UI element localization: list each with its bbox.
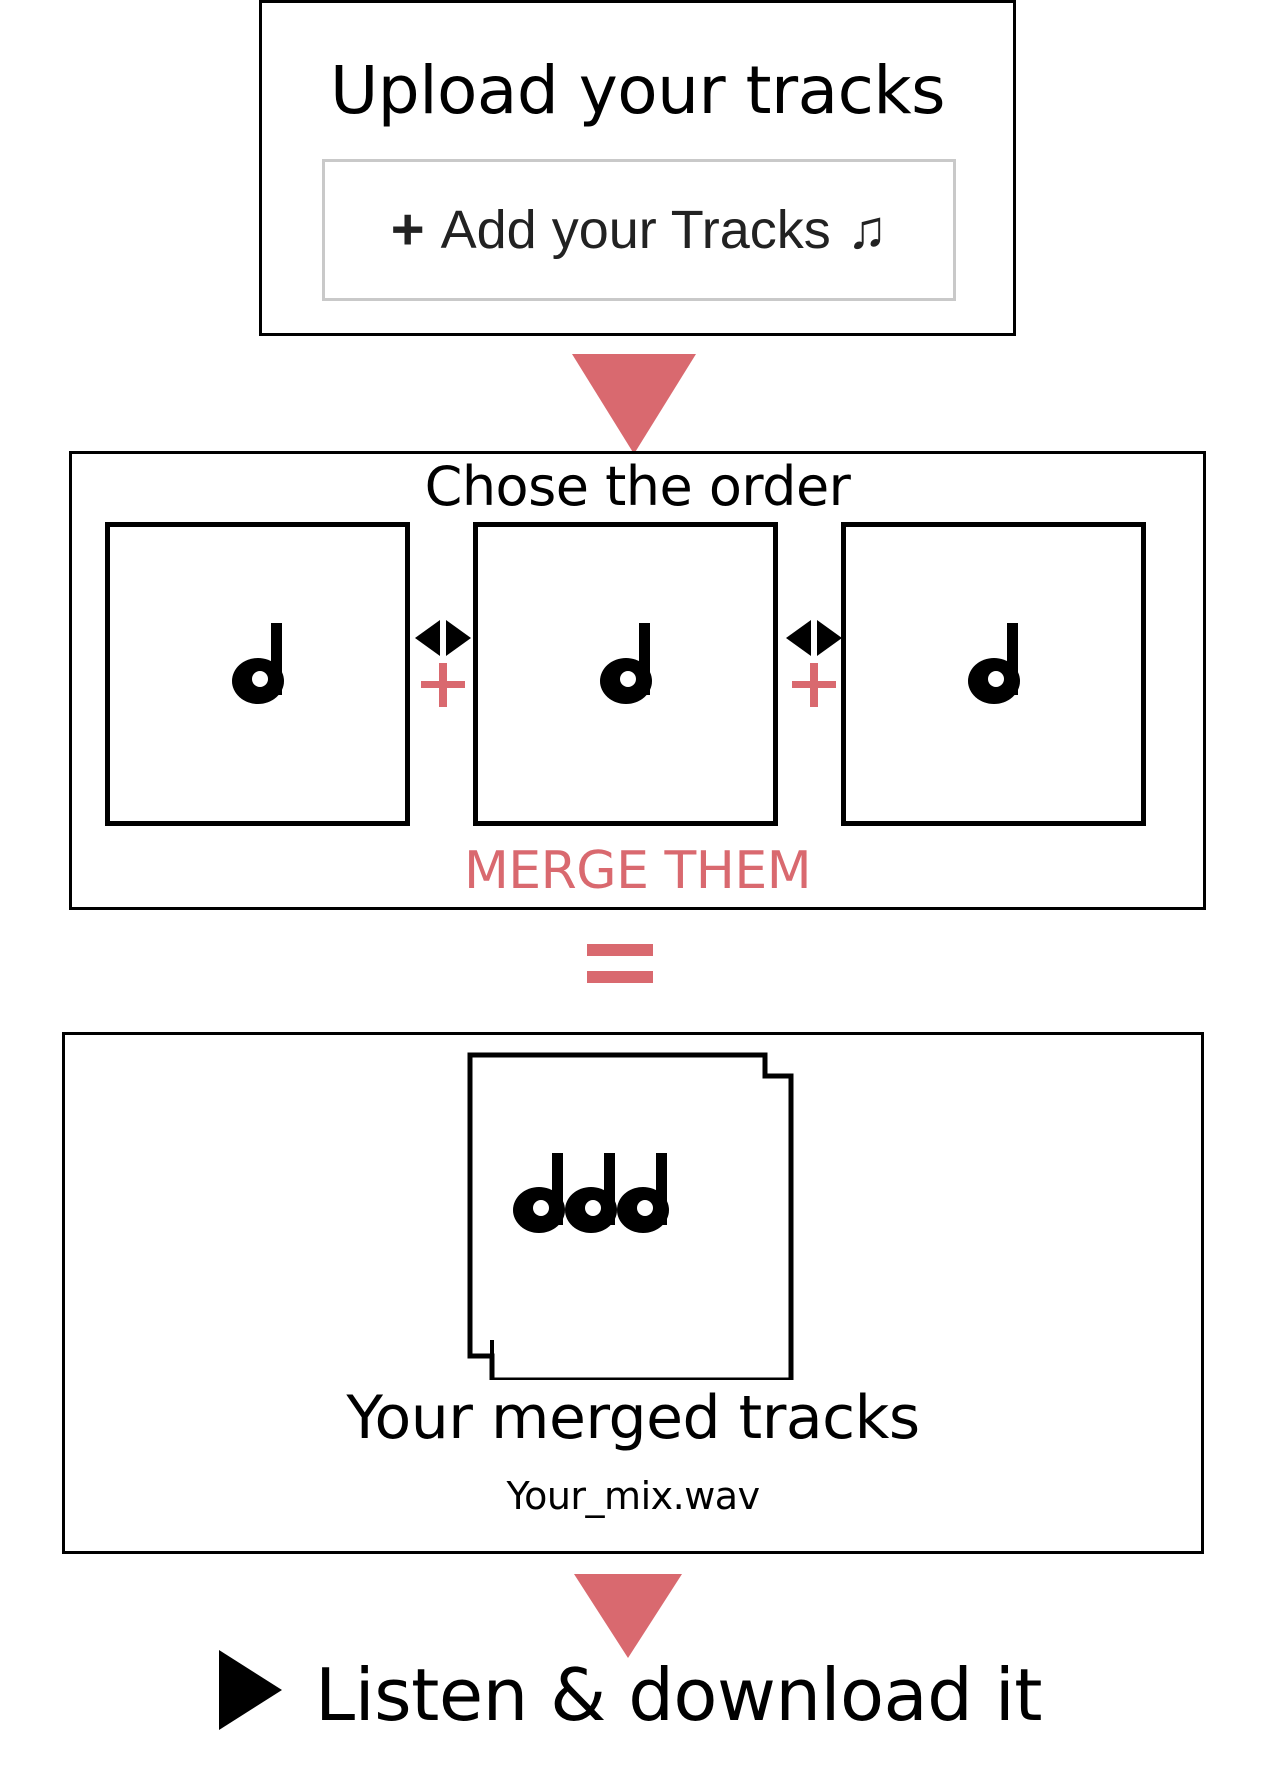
listen-download-label: Listen & download it [315, 1653, 1042, 1737]
plus-icon: + [390, 197, 425, 262]
equals-icon [587, 944, 653, 983]
move-right-icon [446, 620, 471, 656]
move-left-icon [415, 620, 440, 656]
result-title: Your merged tracks [346, 1383, 920, 1453]
music-note-icon [232, 623, 284, 704]
down-arrow-icon [574, 1574, 682, 1658]
music-note-icon [600, 623, 652, 704]
swap-order-control[interactable] [413, 614, 473, 724]
merge-button[interactable]: MERGE THEM [463, 841, 812, 901]
music-note-icon [968, 623, 1020, 704]
down-arrow-icon [572, 354, 696, 454]
order-panel: Chose the order MERGE THEM [69, 451, 1206, 910]
swap-order-control[interactable] [784, 614, 844, 724]
result-filename[interactable]: Your_mix.wav [506, 1474, 760, 1518]
merged-file-icon [467, 1052, 794, 1380]
upload-title: Upload your tracks [330, 52, 945, 129]
track-card[interactable] [841, 522, 1146, 826]
move-right-icon [817, 620, 842, 656]
upload-panel: Upload your tracks + Add your Tracks ♫ [259, 0, 1016, 336]
move-left-icon [786, 620, 811, 656]
result-panel: Your merged tracks Your_mix.wav [62, 1032, 1204, 1554]
music-notes-icon: ♫ [846, 200, 888, 260]
order-title: Chose the order [424, 455, 851, 518]
play-icon[interactable] [216, 1648, 284, 1732]
track-card[interactable] [473, 522, 778, 826]
add-tracks-button[interactable]: + Add your Tracks ♫ [322, 159, 956, 301]
track-card[interactable] [105, 522, 410, 826]
three-music-notes-icon [513, 1153, 669, 1233]
add-tracks-label: Add your Tracks [440, 200, 831, 260]
